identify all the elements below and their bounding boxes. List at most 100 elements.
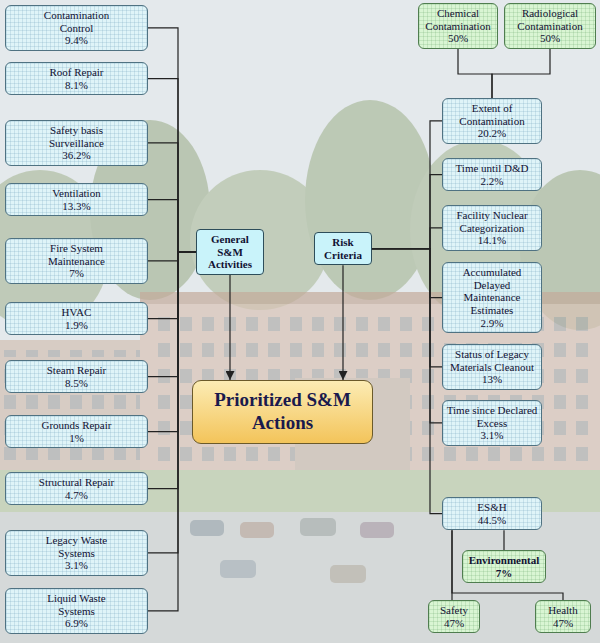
activity-box: Liquid Waste Systems6.9% — [5, 588, 148, 634]
group-box: General S&M Activities — [196, 229, 264, 275]
box-label: Status of Legacy Materials Cleanout — [445, 348, 539, 373]
connector-line — [148, 252, 196, 319]
car — [240, 522, 274, 538]
box-label: Contamination Control — [33, 9, 120, 34]
activity-box: Ventilation13.3% — [5, 183, 148, 216]
box-value: 50% — [540, 32, 560, 45]
factor-box: Chemical Contamination50% — [418, 3, 498, 49]
activity-box: HVAC1.9% — [5, 302, 148, 335]
box-label: Time since Declared Excess — [445, 404, 539, 429]
box-label: Environmental — [469, 554, 540, 567]
car — [360, 522, 394, 538]
box-label: Safety basis Surveillance — [33, 124, 120, 149]
connector-line — [148, 79, 196, 252]
connector-line — [148, 252, 196, 261]
box-value: 13% — [482, 373, 502, 386]
box-value: 20.2% — [478, 127, 506, 140]
box-value: 44.5% — [478, 514, 506, 527]
criterion-box: Time since Declared Excess3.1% — [442, 400, 542, 446]
box-value: 14.1% — [478, 234, 506, 247]
box-value: 3.1% — [481, 429, 504, 442]
box-label: Facility Nuclear Categorization — [445, 209, 539, 234]
box-label: Extent of Contamination — [445, 102, 539, 127]
connector-line — [342, 265, 343, 380]
connector-line — [458, 49, 492, 98]
criterion-box: Extent of Contamination20.2% — [442, 98, 542, 144]
connector-line — [372, 249, 442, 514]
box-label: Chemical Contamination — [421, 7, 495, 32]
box-value: 7% — [496, 567, 513, 580]
connector-line — [148, 252, 196, 553]
box-label: Legacy Waste Systems — [33, 534, 120, 559]
car — [300, 518, 336, 536]
connector-line — [372, 228, 442, 249]
box-value: 3.1% — [65, 559, 88, 572]
car — [190, 520, 224, 536]
box-label: Roof Repair — [49, 66, 103, 79]
box-label: Grounds Repair — [42, 419, 112, 432]
box-label: Prioritized S&M Actions — [201, 389, 364, 435]
box-label: Structural Repair — [39, 476, 114, 489]
box-value: 9.4% — [65, 34, 88, 47]
box-value: 47% — [444, 617, 464, 630]
activity-box: Safety basis Surveillance36.2% — [5, 120, 148, 166]
car — [220, 560, 256, 578]
box-value: 1% — [69, 432, 84, 445]
car — [330, 565, 366, 583]
box-value: 8.5% — [65, 377, 88, 390]
activity-box: Fire System Maintenance7% — [5, 238, 148, 284]
factor-box: Safety47% — [428, 600, 480, 633]
connector-line — [148, 143, 196, 252]
box-label: ES&H — [477, 501, 506, 514]
criterion-box: Facility Nuclear Categorization14.1% — [442, 205, 542, 251]
criterion-box: ES&H44.5% — [442, 497, 542, 530]
box-value: 50% — [448, 32, 468, 45]
box-value: 8.1% — [65, 79, 88, 92]
box-value: 36.2% — [62, 149, 90, 162]
connector-line — [148, 28, 196, 252]
parking-lot — [0, 512, 600, 643]
box-label: Risk Criteria — [317, 236, 369, 261]
box-value: 2.9% — [481, 317, 504, 330]
box-label: Accumulated Delayed Maintenance Estimate… — [445, 266, 539, 317]
activity-box: Roof Repair8.1% — [5, 62, 148, 95]
box-label: Radiological Contamination — [507, 7, 593, 32]
side-wing — [0, 340, 150, 470]
group-box: Risk Criteria — [314, 232, 372, 265]
windows — [150, 312, 590, 462]
connector-line — [148, 252, 196, 377]
factor-box: Health47% — [535, 600, 591, 633]
activity-box: Grounds Repair1% — [5, 415, 148, 448]
connector-line — [372, 249, 442, 423]
connector-line — [452, 530, 563, 600]
activity-box: Steam Repair8.5% — [5, 360, 148, 393]
box-label: HVAC — [62, 306, 92, 319]
connector-line — [148, 252, 196, 432]
box-label: Time until D&D — [456, 162, 529, 175]
connector-line — [372, 249, 442, 298]
connector-line — [229, 275, 230, 380]
box-label: General S&M Activities — [199, 233, 261, 271]
connector-line — [503, 530, 504, 550]
factor-box: Radiological Contamination50% — [504, 3, 596, 49]
box-label: Health — [548, 604, 577, 617]
box-value: 6.9% — [65, 617, 88, 630]
box-value: 2.2% — [481, 175, 504, 188]
connector-line — [148, 252, 196, 611]
box-label: Steam Repair — [47, 364, 107, 377]
connector-line — [372, 121, 442, 249]
connector-line — [492, 49, 550, 98]
criterion-box: Status of Legacy Materials Cleanout13% — [442, 344, 542, 390]
box-value: 4.7% — [65, 489, 88, 502]
connector-line — [372, 249, 442, 367]
activity-box: Contamination Control9.4% — [5, 5, 148, 51]
box-value: 13.3% — [62, 200, 90, 213]
result-box: Prioritized S&M Actions — [192, 380, 373, 444]
activity-box: Legacy Waste Systems3.1% — [5, 530, 148, 576]
box-label: Fire System Maintenance — [33, 242, 120, 267]
box-label: Liquid Waste Systems — [33, 592, 120, 617]
connector-line — [372, 175, 442, 249]
box-label: Safety — [440, 604, 468, 617]
